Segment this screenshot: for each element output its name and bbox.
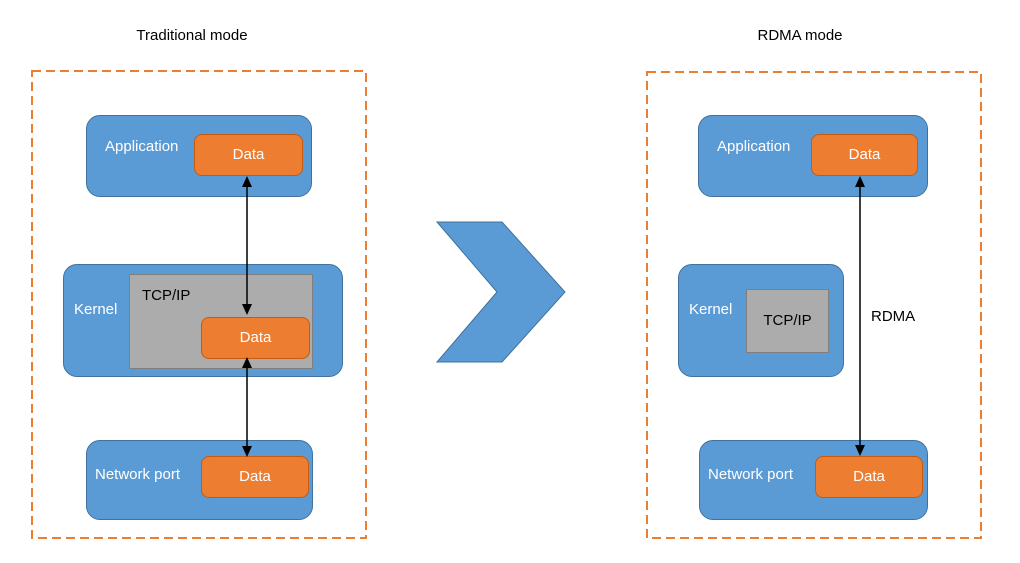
- rdma-tcpip-box: TCP/IP: [746, 289, 829, 353]
- traditional-application-data-box: Data: [194, 134, 303, 176]
- data-label: Data: [848, 146, 881, 163]
- rdma-application-data-box: Data: [811, 134, 918, 176]
- dashed-border: [646, 71, 982, 539]
- kernel-label: Kernel: [689, 301, 733, 318]
- rdma-network-port-data-box: Data: [815, 456, 923, 498]
- tcpip-label: TCP/IP: [763, 312, 812, 329]
- application-label: Application: [717, 138, 791, 155]
- rdma-direct-data-arrow: [855, 176, 865, 456]
- arrowhead-up: [242, 357, 252, 368]
- application-label: Application: [105, 138, 179, 155]
- traditional-network-port-data-box: Data: [201, 456, 309, 498]
- data-label: Data: [232, 146, 265, 163]
- arrowhead-down: [855, 445, 865, 456]
- traditional-kernel-data-box: Data: [201, 317, 310, 359]
- tcpip-label: TCP/IP: [142, 287, 191, 304]
- kernel-label: Kernel: [74, 301, 118, 318]
- traditional-tcpip-box: TCP/IP Data: [129, 274, 313, 369]
- traditional-application-box: Application Data: [86, 115, 312, 197]
- arrowhead-up: [242, 176, 252, 187]
- rdma-network-port-box: Network port Data: [699, 440, 928, 520]
- rdma-mode-title: RDMA mode: [757, 27, 843, 44]
- network-port-label: Network port: [708, 466, 794, 483]
- dashed-border: [31, 70, 367, 539]
- rdma-arrow-label: RDMA: [871, 308, 916, 325]
- data-label: Data: [853, 468, 885, 485]
- traditional-mode-title: Traditional mode: [136, 27, 248, 44]
- traditional-network-port-box: Network port Data: [86, 440, 313, 520]
- traditional-boundary-box: [31, 70, 367, 539]
- data-label: Data: [239, 329, 272, 346]
- network-port-label: Network port: [95, 466, 181, 483]
- rdma-kernel-box: Kernel TCP/IP: [678, 264, 844, 377]
- arrowhead-down: [242, 304, 252, 315]
- rdma-application-box: Application Data: [698, 115, 928, 197]
- chevron-shape: [436, 221, 566, 363]
- traditional-kernel-box: Kernel TCP/IP Data: [63, 264, 343, 377]
- data-label: Data: [239, 468, 271, 485]
- kernel-network-data-arrow: [242, 357, 252, 457]
- rdma-boundary-box: [646, 71, 982, 539]
- arrowhead-down: [242, 446, 252, 457]
- arrowhead-up: [855, 176, 865, 187]
- chevron-right-icon: [436, 221, 566, 363]
- app-kernel-data-arrow: [242, 176, 252, 315]
